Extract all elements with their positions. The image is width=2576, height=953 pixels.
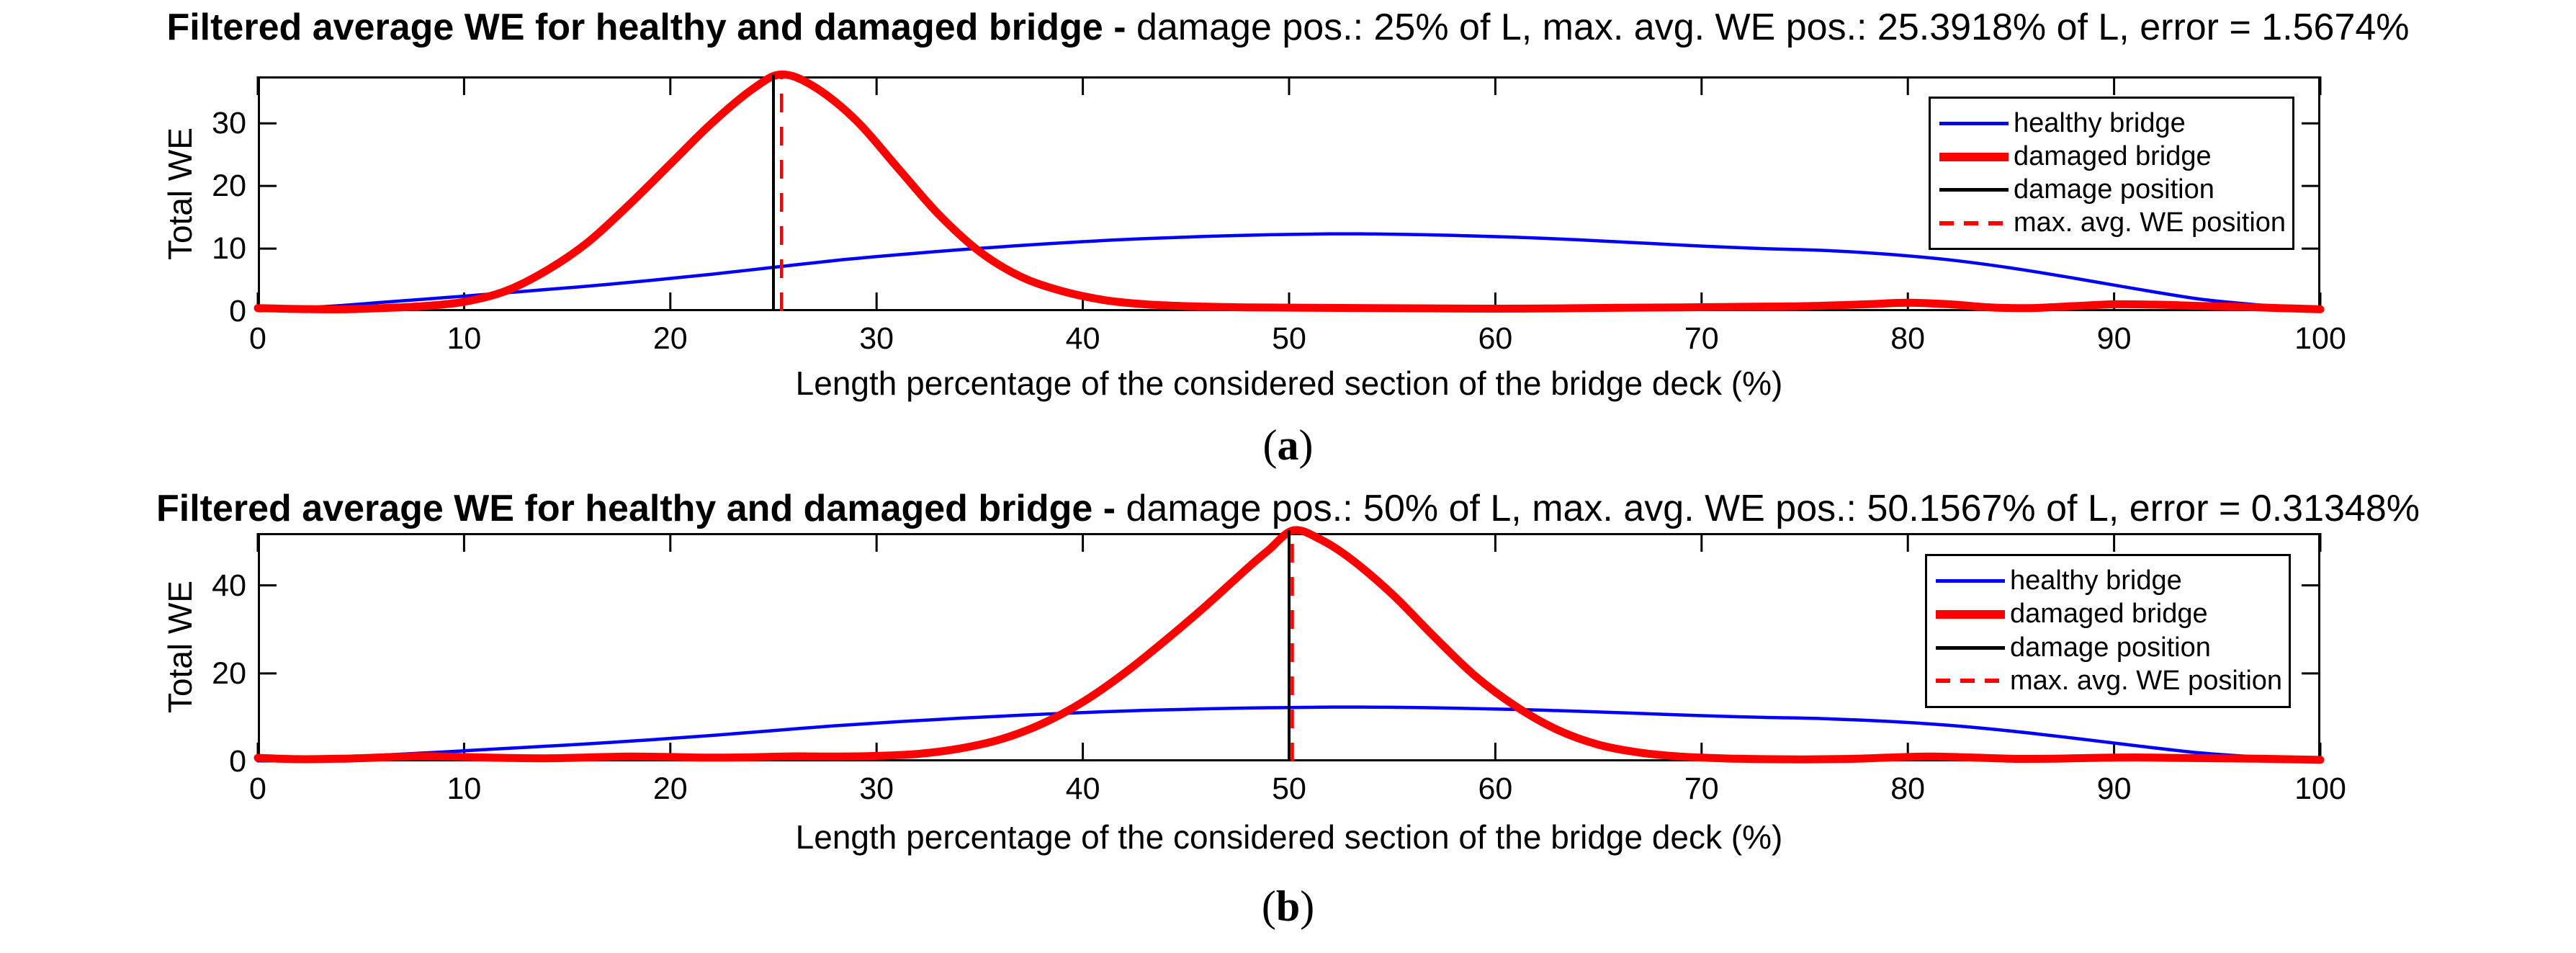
x-tick-label: 0: [249, 771, 266, 806]
paren-open: (: [1262, 421, 1278, 469]
plot-title-a-details: damage pos.: 25% of L, max. avg. WE pos.…: [1136, 6, 2410, 48]
legend-line-sample-black: [1936, 645, 2005, 650]
y-tick-label: 10: [212, 231, 246, 267]
legend-label: damage position: [2014, 174, 2214, 205]
x-tick-label: 80: [1890, 771, 1926, 806]
chart-svg-a: [253, 70, 2325, 313]
legend-item-damage-position: damage position: [1939, 174, 2292, 206]
y-tick-label: 40: [212, 568, 246, 603]
x-tick-label: 80: [1890, 321, 1926, 356]
plot-title-b-details: damage pos.: 50% of L, max. avg. WE pos.…: [1126, 488, 2420, 529]
x-axis-label-a: Length percentage of the considered sect…: [795, 364, 1783, 402]
plot-title-b: Filtered average WE for healthy and dama…: [0, 487, 2576, 530]
legend-a: healthy bridge damaged bridge damage pos…: [1929, 97, 2294, 250]
legend-line-sample-red-thick: [1939, 152, 2009, 161]
legend-label: healthy bridge: [2014, 108, 2186, 138]
legend-label: max. avg. WE position: [2010, 665, 2283, 696]
subfigure-letter: b: [1275, 882, 1301, 930]
x-tick-label: 100: [2294, 771, 2346, 806]
x-tick-label: 50: [1272, 771, 1306, 806]
x-tick-label: 0: [249, 321, 266, 356]
legend-item-max-avg-we-position: max. avg. WE position: [1939, 207, 2292, 239]
x-tick-label: 10: [446, 321, 482, 356]
x-tick-label: 50: [1272, 321, 1306, 356]
legend-line-sample-black: [1939, 188, 2009, 192]
x-tick-label: 60: [1478, 771, 1513, 806]
x-tick-label: 10: [446, 771, 482, 806]
plot-title-b-main: Filtered average WE for healthy and dama…: [156, 488, 1126, 529]
legend-line-sample-blue: [1939, 122, 2009, 125]
legend-item-max-avg-we-position: max. avg. WE position: [1936, 665, 2289, 697]
x-tick-label: 40: [1065, 771, 1100, 806]
legend-line-sample-blue: [1936, 579, 2005, 583]
subfigure-label-a: (a): [0, 421, 2576, 470]
x-tick-label: 100: [2294, 321, 2346, 356]
x-tick-label: 70: [1684, 321, 1719, 356]
subfigure-label-b: (b): [0, 882, 2576, 931]
legend-line-sample-red-thick: [1936, 609, 2005, 619]
legend-item-damaged-bridge: damaged bridge: [1939, 140, 2292, 173]
plot-title-a: Filtered average WE for healthy and dama…: [0, 6, 2576, 49]
legend-label: damaged bridge: [2014, 141, 2212, 171]
subfigure-letter: a: [1277, 421, 1299, 469]
legend-line-sample-red-dashed: [1939, 220, 2009, 225]
legend-label: damaged bridge: [2010, 599, 2208, 630]
y-axis-label-b: Total WE: [161, 580, 199, 714]
legend-item-healthy-bridge: healthy bridge: [1936, 565, 2289, 597]
x-axis-label-b: Length percentage of the considered sect…: [795, 818, 1783, 856]
x-tick-label: 40: [1065, 321, 1100, 356]
x-tick-label: 60: [1478, 321, 1513, 356]
x-tick-label: 30: [859, 321, 894, 356]
legend-item-healthy-bridge: healthy bridge: [1939, 107, 2292, 140]
legend-item-damaged-bridge: damaged bridge: [1936, 598, 2289, 630]
x-tick-label: 20: [652, 771, 688, 806]
y-tick-label: 20: [212, 169, 246, 204]
legend-label: healthy bridge: [2010, 565, 2182, 596]
x-tick-label: 20: [652, 321, 688, 356]
x-tick-label: 90: [2096, 321, 2132, 356]
paren-open: (: [1261, 882, 1276, 930]
legend-label: max. avg. WE position: [2014, 207, 2286, 238]
y-tick-label: 0: [229, 294, 246, 328]
plot-title-a-main: Filtered average WE for healthy and dama…: [166, 6, 1136, 48]
legend-item-damage-position: damage position: [1936, 632, 2289, 664]
legend-line-sample-red-dashed: [1936, 679, 2005, 684]
x-tick-label: 90: [2096, 771, 2132, 806]
x-tick-label: 70: [1684, 771, 1719, 806]
x-tick-label: 30: [859, 771, 894, 806]
paren-close: ): [1298, 421, 1314, 469]
y-tick-label: 20: [212, 656, 246, 691]
legend-label: damage position: [2010, 632, 2211, 663]
chart-svg-b: [253, 526, 2325, 764]
y-tick-label: 0: [229, 744, 246, 779]
y-tick-label: 30: [212, 106, 246, 141]
paren-close: ): [1300, 882, 1315, 930]
legend-b: healthy bridge damaged bridge damage pos…: [1925, 554, 2291, 708]
